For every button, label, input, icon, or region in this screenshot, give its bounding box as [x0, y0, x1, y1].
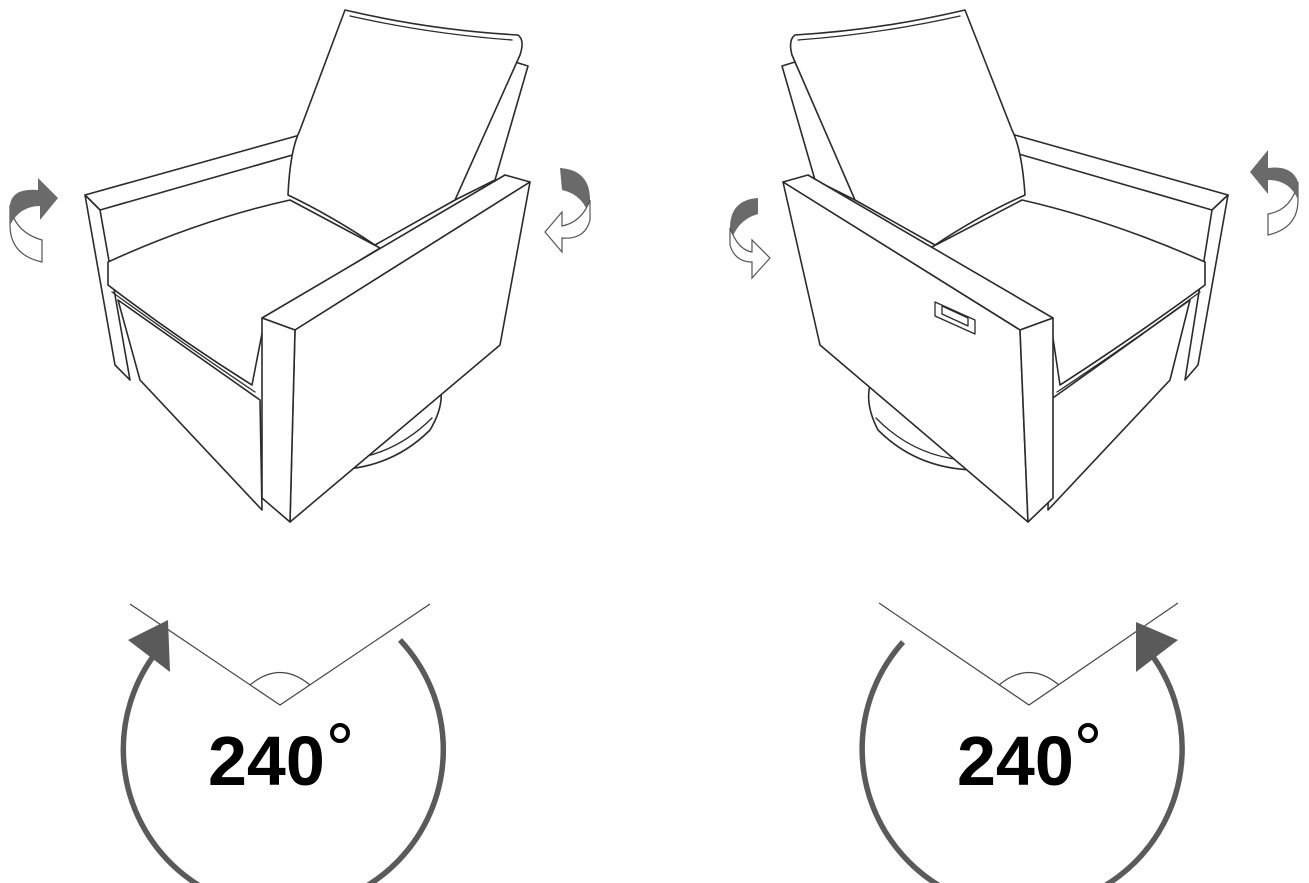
rotation-label-right: 240: [957, 722, 1074, 800]
degree-symbol-left: [330, 723, 350, 743]
swivel-arrow-left-icon: [729, 198, 771, 280]
swivel-arrow-right-icon: [544, 168, 591, 254]
swivel-arrow-left-icon: [9, 178, 58, 263]
chair-left-illustration: [84, 9, 531, 523]
power-button-panel-icon: [934, 301, 976, 335]
chair-right-illustration: [781, 9, 1229, 523]
swivel-arrow-right-icon: [1250, 150, 1299, 236]
rotation-arrowhead-right: [1136, 622, 1178, 672]
rotation-arrowhead-left: [128, 620, 170, 672]
rotation-indicator-left: [120, 603, 446, 883]
degree-symbol-right: [1078, 723, 1098, 743]
rotation-indicator-right: [859, 602, 1185, 883]
rotation-label-left: 240: [208, 722, 325, 800]
